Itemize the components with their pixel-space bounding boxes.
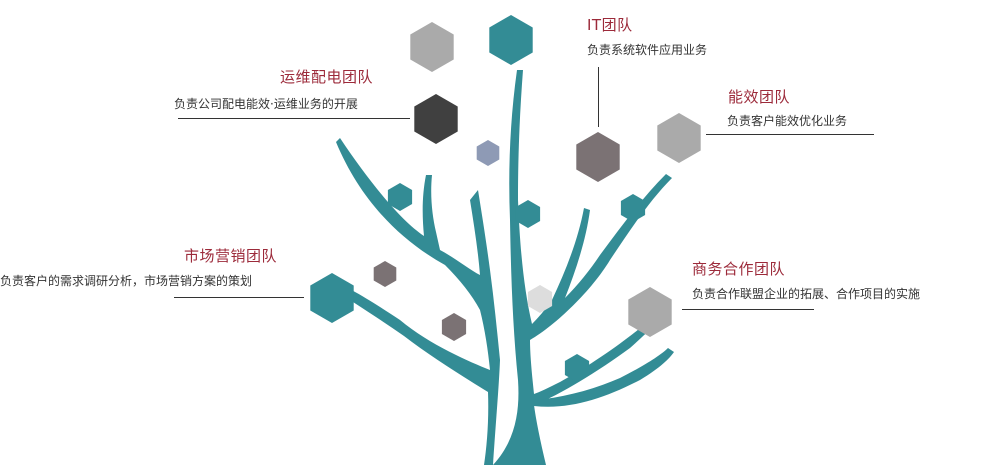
hex-teal-small-left (387, 183, 413, 211)
hex-taupe-small (373, 261, 397, 287)
hex-teal-small-right (620, 194, 646, 222)
hex-teal-large-left (310, 273, 354, 323)
team-rule-marketing (174, 297, 304, 298)
team-title-ops: 运维配电团队 (280, 68, 374, 86)
hex-taupe-center (576, 132, 620, 182)
team-title-marketing: 市场营销团队 (184, 247, 278, 265)
tree-trunk-and-branches (328, 70, 674, 465)
hex-gray-right (657, 113, 701, 163)
team-rule-business (682, 309, 814, 310)
team-desc-energy: 负责客户能效优化业务 (727, 114, 848, 128)
hex-taupe-lower (441, 313, 467, 341)
team-rule-energy (706, 134, 874, 135)
team-desc-business: 负责合作联盟企业的拓展、合作项目的实施 (692, 287, 921, 301)
hex-light (527, 285, 553, 313)
tree-trunk (328, 138, 500, 465)
team-title-business: 商务合作团队 (692, 260, 786, 278)
hex-slate (476, 140, 500, 166)
hex-teal-top (489, 15, 533, 65)
team-rule-ops (178, 118, 410, 119)
team-title-it: IT团队 (587, 16, 633, 34)
hex-dark (414, 94, 458, 144)
team-desc-ops: 负责公司配电能效·运维业务的开展 (174, 97, 358, 111)
hex-gray-lower-right (628, 287, 672, 337)
hex-teal-small-mid (515, 200, 541, 228)
team-vrule-it (598, 67, 599, 127)
team-desc-marketing: 负责客户的需求调研分析，市场营销方案的策划 (0, 274, 253, 288)
tree-lower-right-branch (534, 348, 674, 407)
team-desc-it: 负责系统软件应用业务 (587, 43, 708, 57)
hex-teal-lower (564, 354, 590, 382)
hex-gray-top (410, 22, 454, 72)
tree-main-branch (493, 70, 672, 465)
hexagon-nodes (310, 15, 701, 382)
team-title-energy: 能效团队 (728, 88, 791, 106)
